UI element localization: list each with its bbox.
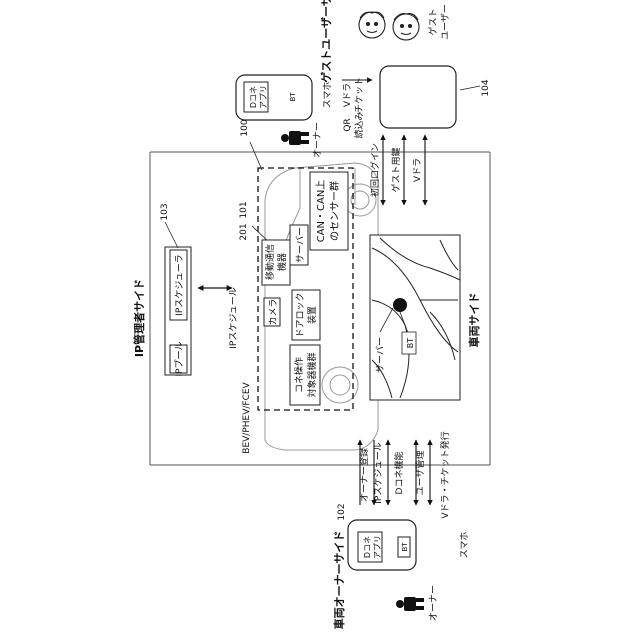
- guest-user-faces-icon: [359, 12, 419, 40]
- connected-ops-label: コネ操作: [293, 357, 305, 393]
- leader-104: [460, 86, 480, 90]
- qr-read-label: 読込み: [353, 111, 365, 138]
- owner-section: Dコネ アプリ BT 102 スマホ オーナー 車両オーナーサイド: [332, 503, 470, 629]
- ip-pool-label: IPプール: [174, 341, 185, 376]
- guest-side-owner-label: オーナー: [312, 122, 323, 158]
- owner-person-icon: [396, 597, 424, 611]
- vehicle-types-label: BEV/PHEV/FCEV: [242, 381, 252, 453]
- ip-manager-side-title: IP管理者サイド: [132, 279, 146, 357]
- camera-label: カメラ: [268, 298, 279, 325]
- ref-103: 103: [160, 203, 170, 220]
- mobile-comm-label-2: 機器: [276, 253, 288, 271]
- guest-owner-phone-label: スマホ: [322, 82, 333, 109]
- guest-arrow-2: ゲスト用鍵: [390, 147, 402, 192]
- ip-manager-section: IP管理者サイド IPプール IPスケジューラ 103: [132, 203, 191, 376]
- ref-104: 104: [481, 79, 491, 96]
- owner-bt-label: BT: [401, 542, 409, 552]
- guest-owner-bt-label: BT: [289, 92, 297, 102]
- ip-scheduler-label: IPスケジューラ: [174, 254, 185, 315]
- door-lock-label-2: 装置: [306, 306, 318, 324]
- leader-103: [165, 222, 178, 248]
- ref-100: 100: [240, 119, 250, 136]
- guest-user-side-title: ゲストユーザーサイド: [319, 0, 333, 83]
- guest-owner-app-line2: アプリ: [259, 85, 268, 109]
- guest-owner-app-line1: Dコネ: [249, 86, 258, 108]
- guest-user-label: ゲスト: [427, 8, 439, 35]
- guest-arrow-1: 初回ログイン: [369, 143, 381, 197]
- owner-app-line1: Dコネ: [363, 536, 372, 558]
- can-label-2: のセンサー群: [328, 181, 341, 241]
- vehicle-owner-side-title: 車両オーナーサイド: [332, 531, 346, 630]
- owner-arrow-3: Dコネ機能: [393, 452, 405, 495]
- vehicle-side-title: 車両サイド: [467, 293, 481, 348]
- photo-server-label: サーバー: [375, 337, 386, 373]
- guest-side-owner-icon: [281, 131, 309, 145]
- server-label: サーバー: [295, 227, 306, 263]
- mobile-comm-label: 移動通信: [264, 244, 276, 280]
- guest-arrow-3: Vドラ: [412, 158, 423, 182]
- owner-app-line2: アプリ: [373, 535, 382, 559]
- ref-101: 101: [239, 201, 249, 218]
- ref-201: 201: [239, 223, 249, 240]
- owner-arrow-1: オーナー登録: [358, 448, 370, 502]
- photo-bt-label: BT: [406, 338, 415, 348]
- vdra-label: Vドラ: [342, 83, 353, 107]
- connected-ops-label-2: 対象器機群: [306, 352, 318, 397]
- leader-100: [250, 142, 262, 170]
- ip-schedule-label: IPスケジュール: [228, 287, 239, 348]
- guest-user-label-2: ユーザー: [440, 4, 451, 40]
- owner-person-label: オーナー: [428, 585, 439, 621]
- owner-arrow-2: IPスケジュール: [373, 442, 384, 503]
- guest-phone: [380, 66, 456, 128]
- guest-section: ゲストユーザーサイド ゲスト ユーザー Dコネ アプリ BT スマホ: [236, 0, 491, 158]
- owner-arrow-4: ユーザ管理: [414, 451, 426, 496]
- ticket-label: チケット: [354, 77, 365, 113]
- owner-arrow-5: Vドラ・チケット発行: [439, 431, 451, 518]
- ref-102: 102: [337, 503, 347, 520]
- can-label: CAN・CAN上: [315, 180, 327, 243]
- door-lock-label: ドアロック: [295, 292, 306, 337]
- bt-device-icon: [393, 298, 407, 312]
- qr-label: QR: [343, 118, 353, 131]
- vehicle-interior-photo: BT サーバー: [370, 235, 460, 400]
- owner-phone-label: スマホ: [459, 532, 470, 559]
